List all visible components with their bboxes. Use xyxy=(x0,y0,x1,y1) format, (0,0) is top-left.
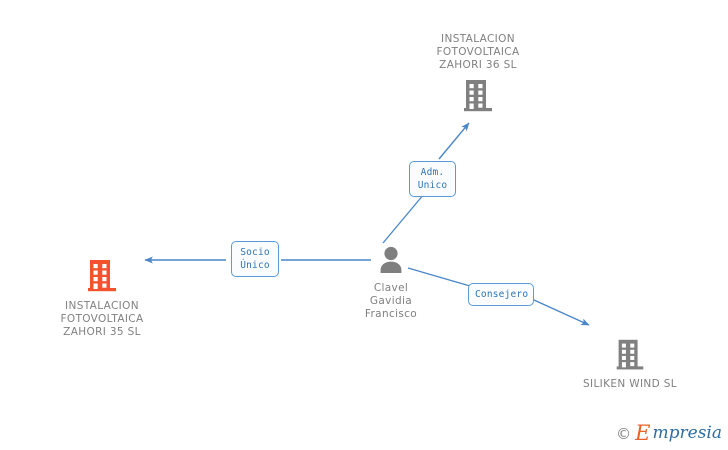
person-icon xyxy=(311,244,471,278)
node-caption: Clavel Gavidia Francisco xyxy=(364,282,418,320)
node-company-siliken-wind[interactable]: SILIKEN WIND SL xyxy=(550,336,710,391)
node-caption: SILIKEN WIND SL xyxy=(583,378,677,390)
edge-label-adm-unico[interactable]: Adm. Unico xyxy=(409,161,456,197)
building-icon xyxy=(398,76,558,116)
brand-initial: E xyxy=(635,421,651,445)
copyright-symbol: © xyxy=(616,424,632,443)
brand-name: mpresia xyxy=(652,423,723,443)
building-icon xyxy=(550,336,710,374)
node-person-clavel-gavidia-francisco[interactable]: Clavel Gavidia Francisco xyxy=(311,244,471,321)
empresia-watermark: © E mpresia xyxy=(616,423,722,444)
node-caption: INSTALACION FOTOVOLTAICA ZAHORI 35 SL xyxy=(60,300,144,338)
node-company-zahori-36[interactable]: INSTALACION FOTOVOLTAICA ZAHORI 36 SL xyxy=(398,33,558,116)
edge-label-consejero[interactable]: Consejero xyxy=(468,283,534,306)
building-icon xyxy=(22,256,182,296)
edge-label-socio-unico[interactable]: Socio Único xyxy=(231,241,279,277)
node-company-zahori-35[interactable]: INSTALACION FOTOVOLTAICA ZAHORI 35 SL xyxy=(22,256,182,339)
node-caption: INSTALACION FOTOVOLTAICA ZAHORI 36 SL xyxy=(436,33,520,71)
